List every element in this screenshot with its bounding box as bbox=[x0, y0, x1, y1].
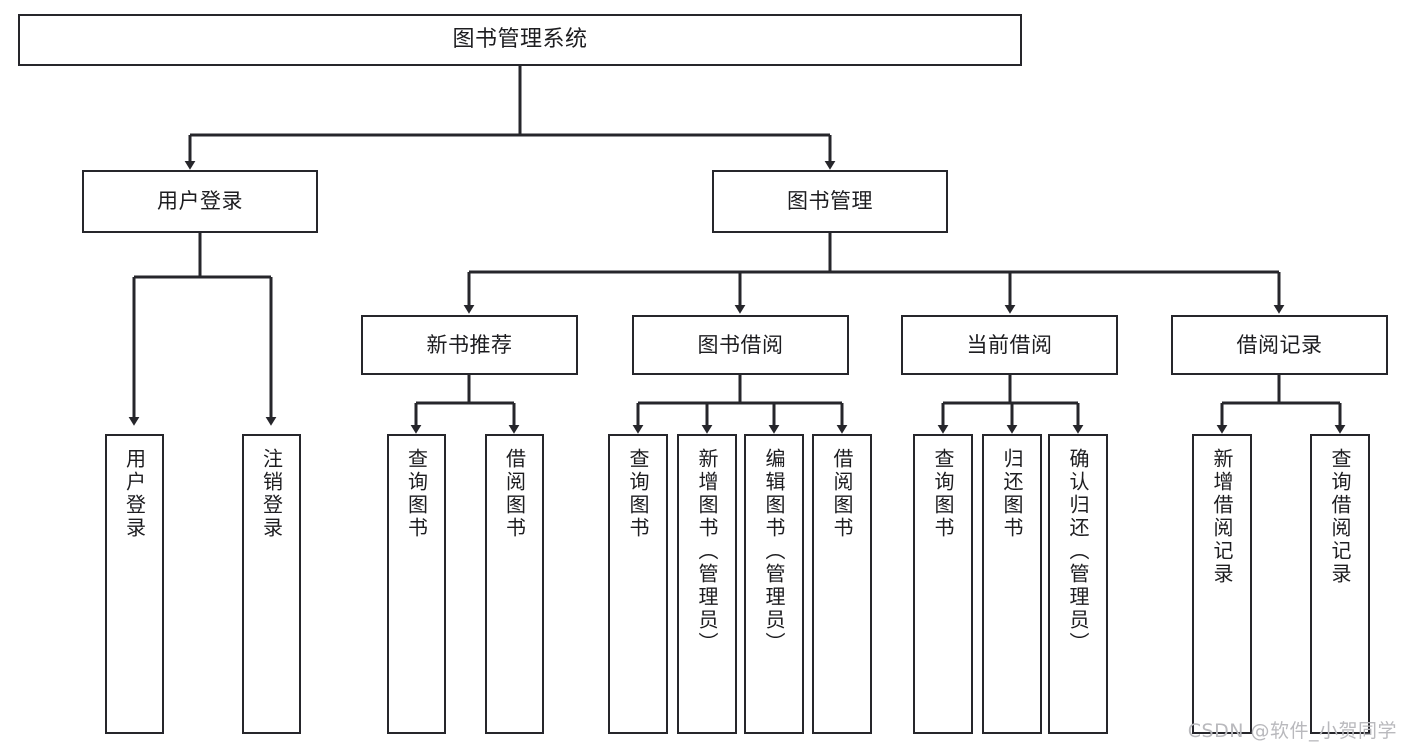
node-leaf-add-borrow-record[interactable]: 新增借阅记录 bbox=[1192, 434, 1252, 734]
node-leaf-add-book-admin[interactable]: 新增图书（管理员） bbox=[677, 434, 737, 734]
node-label: 查询图书 bbox=[404, 448, 429, 540]
node-label: 注销登录 bbox=[259, 448, 284, 540]
node-label: 查询借阅记录 bbox=[1328, 448, 1352, 586]
node-leaf-confirm-return-admin[interactable]: 确认归还（管理员） bbox=[1048, 434, 1108, 734]
node-current-borrow[interactable]: 当前借阅 bbox=[901, 315, 1118, 375]
node-leaf-query-borrow-record[interactable]: 查询借阅记录 bbox=[1310, 434, 1370, 734]
node-borrow-record[interactable]: 借阅记录 bbox=[1171, 315, 1388, 375]
node-label: 用户登录 bbox=[122, 448, 147, 540]
node-leaf-borrow-book[interactable]: 借阅图书 bbox=[812, 434, 872, 734]
node-leaf-borrow-book-new-book[interactable]: 借阅图书 bbox=[485, 434, 544, 734]
node-leaf-user-login[interactable]: 用户登录 bbox=[105, 434, 164, 734]
node-root-book-management-system[interactable]: 图书管理系统 bbox=[18, 14, 1022, 66]
node-label: 借阅图书 bbox=[830, 448, 854, 540]
node-leaf-edit-book-admin[interactable]: 编辑图书（管理员） bbox=[744, 434, 804, 734]
node-label: 借阅图书 bbox=[502, 448, 527, 540]
node-book-management[interactable]: 图书管理 bbox=[712, 170, 948, 233]
node-label: 用户登录 bbox=[157, 189, 243, 214]
node-label: 新书推荐 bbox=[426, 332, 513, 357]
node-leaf-query-book-borrow[interactable]: 查询图书 bbox=[608, 434, 668, 734]
node-new-book-recommend[interactable]: 新书推荐 bbox=[361, 315, 578, 375]
node-label: 当前借阅 bbox=[966, 332, 1053, 357]
node-label: 查询图书 bbox=[931, 448, 955, 540]
node-label: 新增图书（管理员） bbox=[695, 448, 719, 655]
node-leaf-query-book-new-book[interactable]: 查询图书 bbox=[387, 434, 446, 734]
node-label: 编辑图书（管理员） bbox=[762, 448, 786, 655]
node-label: 新增借阅记录 bbox=[1210, 448, 1234, 586]
node-label: 查询图书 bbox=[626, 448, 650, 540]
node-label: 借阅记录 bbox=[1236, 332, 1323, 357]
node-leaf-logout-login[interactable]: 注销登录 bbox=[242, 434, 301, 734]
node-label: 图书借阅 bbox=[697, 332, 784, 357]
node-leaf-query-book-current[interactable]: 查询图书 bbox=[913, 434, 973, 734]
node-label: 确认归还（管理员） bbox=[1066, 448, 1090, 655]
node-label: 图书管理 bbox=[787, 189, 873, 214]
node-user-login[interactable]: 用户登录 bbox=[82, 170, 318, 233]
csdn-watermark: CSDN @软件_小贺同学 bbox=[1187, 720, 1397, 742]
node-leaf-return-book[interactable]: 归还图书 bbox=[982, 434, 1042, 734]
node-label: 图书管理系统 bbox=[452, 27, 588, 53]
node-label: 归还图书 bbox=[1000, 448, 1024, 540]
node-book-borrow[interactable]: 图书借阅 bbox=[632, 315, 849, 375]
